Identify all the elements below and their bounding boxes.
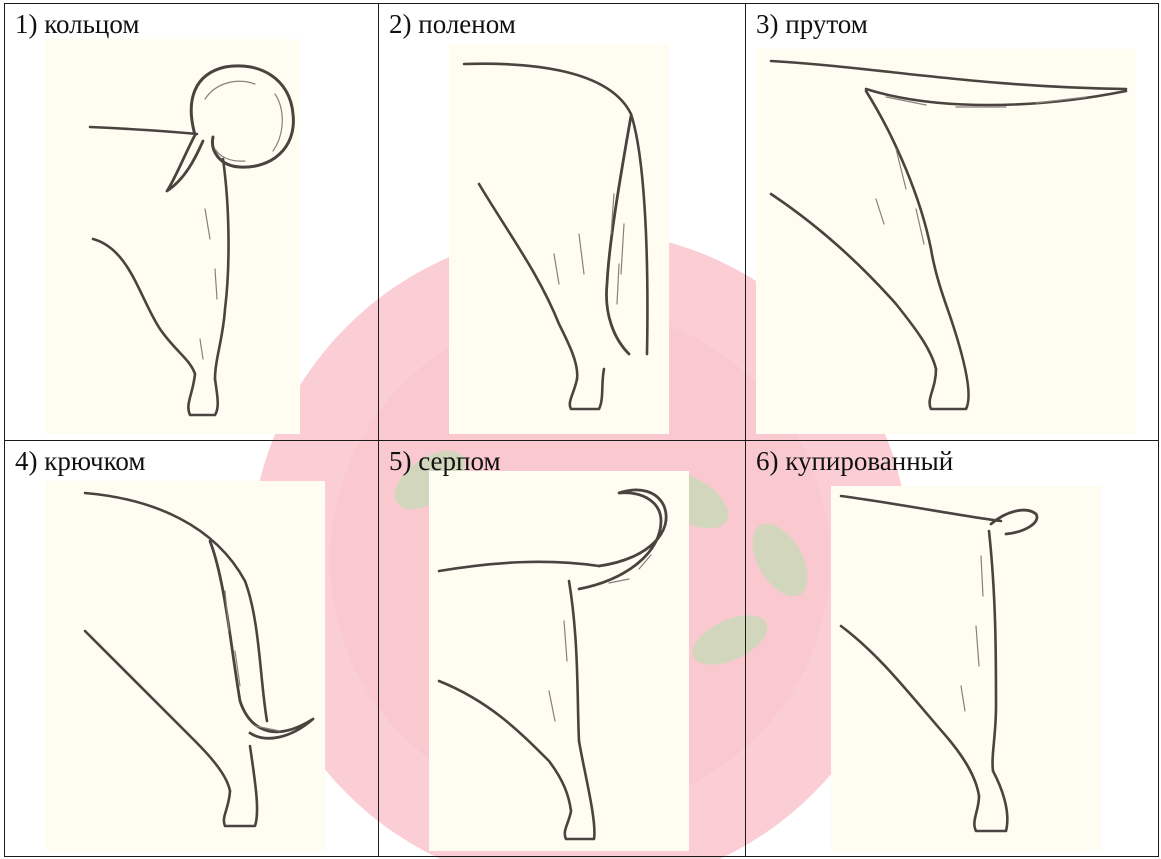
- tail-shapes-table: 1) кольцом 2) поленом: [4, 3, 1159, 857]
- tail-illustration: [45, 481, 325, 851]
- cell-hook: 4) крючком: [5, 441, 379, 857]
- cell-ring: 1) кольцом: [5, 4, 379, 441]
- cell-label: 1) кольцом: [15, 10, 139, 40]
- tail-illustration: [429, 471, 689, 851]
- cell-label: 5) серпом: [389, 447, 501, 477]
- cell-label: 6) купированный: [756, 447, 953, 477]
- cell-label: 4) крючком: [15, 447, 145, 477]
- cell-sickle: 5) серпом: [379, 441, 746, 857]
- tail-illustration: [831, 486, 1101, 851]
- cell-log: 2) поленом: [379, 4, 746, 441]
- cell-rod: 3) прутом: [746, 4, 1159, 441]
- tail-illustration: [449, 44, 669, 434]
- cell-label: 3) прутом: [756, 10, 868, 40]
- tail-illustration: [756, 49, 1136, 434]
- tail-illustration: [45, 39, 300, 434]
- cell-docked: 6) купированный: [746, 441, 1159, 857]
- cell-label: 2) поленом: [389, 10, 516, 40]
